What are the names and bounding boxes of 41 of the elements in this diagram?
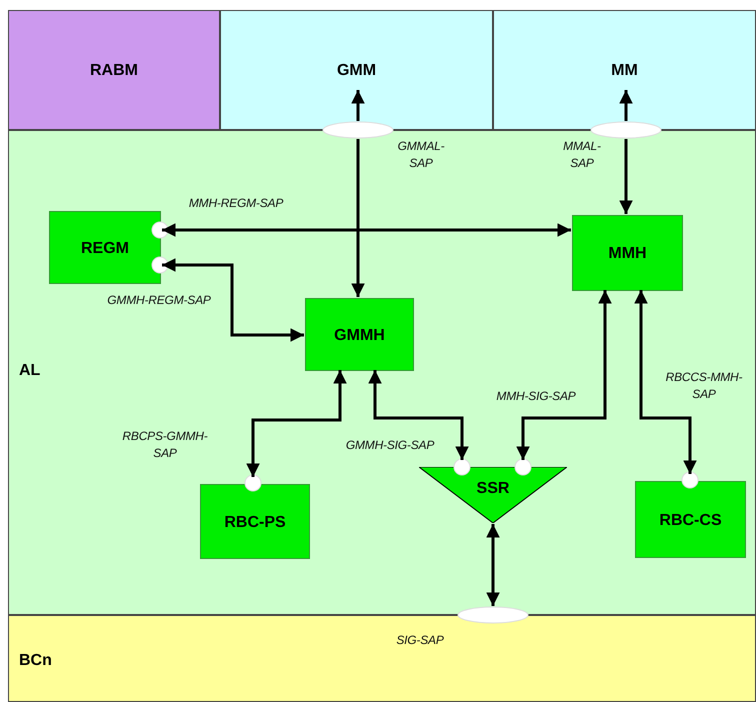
node-label: MM xyxy=(611,62,638,80)
process-box xyxy=(572,215,683,291)
process-box xyxy=(200,484,310,559)
arrow xyxy=(634,290,697,474)
sap-label: RBCPS-GMMH-SAP xyxy=(121,428,209,462)
layer-band xyxy=(8,130,756,615)
node-label: SSR xyxy=(476,480,510,498)
sap-label: GMMAL-SAP xyxy=(396,138,446,172)
node-label: RABM xyxy=(90,62,138,80)
arrow xyxy=(162,223,571,237)
arrow xyxy=(246,370,347,477)
layer-band xyxy=(220,10,493,130)
layer-band xyxy=(493,10,756,130)
arrow xyxy=(516,290,612,460)
sap-label: SIG-SAP xyxy=(395,632,445,649)
sap-label: RBCCS-MMH-SAP xyxy=(664,369,744,403)
sap-label: MMH-REGM-SAP xyxy=(188,195,284,212)
arrow xyxy=(351,139,365,297)
node-label: RBC-PS xyxy=(224,514,286,532)
arrow xyxy=(368,370,469,460)
node-label: GMM xyxy=(336,62,376,80)
arrow xyxy=(619,90,633,121)
node-label: BCn xyxy=(19,652,52,670)
arrow xyxy=(486,524,500,606)
arrow xyxy=(351,90,365,121)
layer-band xyxy=(8,615,756,702)
process-box xyxy=(635,481,746,558)
arrow xyxy=(619,139,633,214)
node-label: REGM xyxy=(81,240,129,258)
node-label: MMH xyxy=(608,245,647,263)
node-label: GMMH xyxy=(334,326,385,344)
arrow xyxy=(162,258,304,342)
sap-label: GMMH-REGM-SAP xyxy=(106,292,212,309)
layer-band xyxy=(8,10,220,130)
node-label: RBC-CS xyxy=(659,512,722,530)
process-box xyxy=(49,211,161,284)
sap-label: MMAL-SAP xyxy=(562,138,602,172)
process-box xyxy=(305,298,414,371)
sap-label: GMMH-SIG-SAP xyxy=(344,437,436,454)
node-label: AL xyxy=(19,362,40,380)
sap-label: MMH-SIG-SAP xyxy=(495,388,577,405)
